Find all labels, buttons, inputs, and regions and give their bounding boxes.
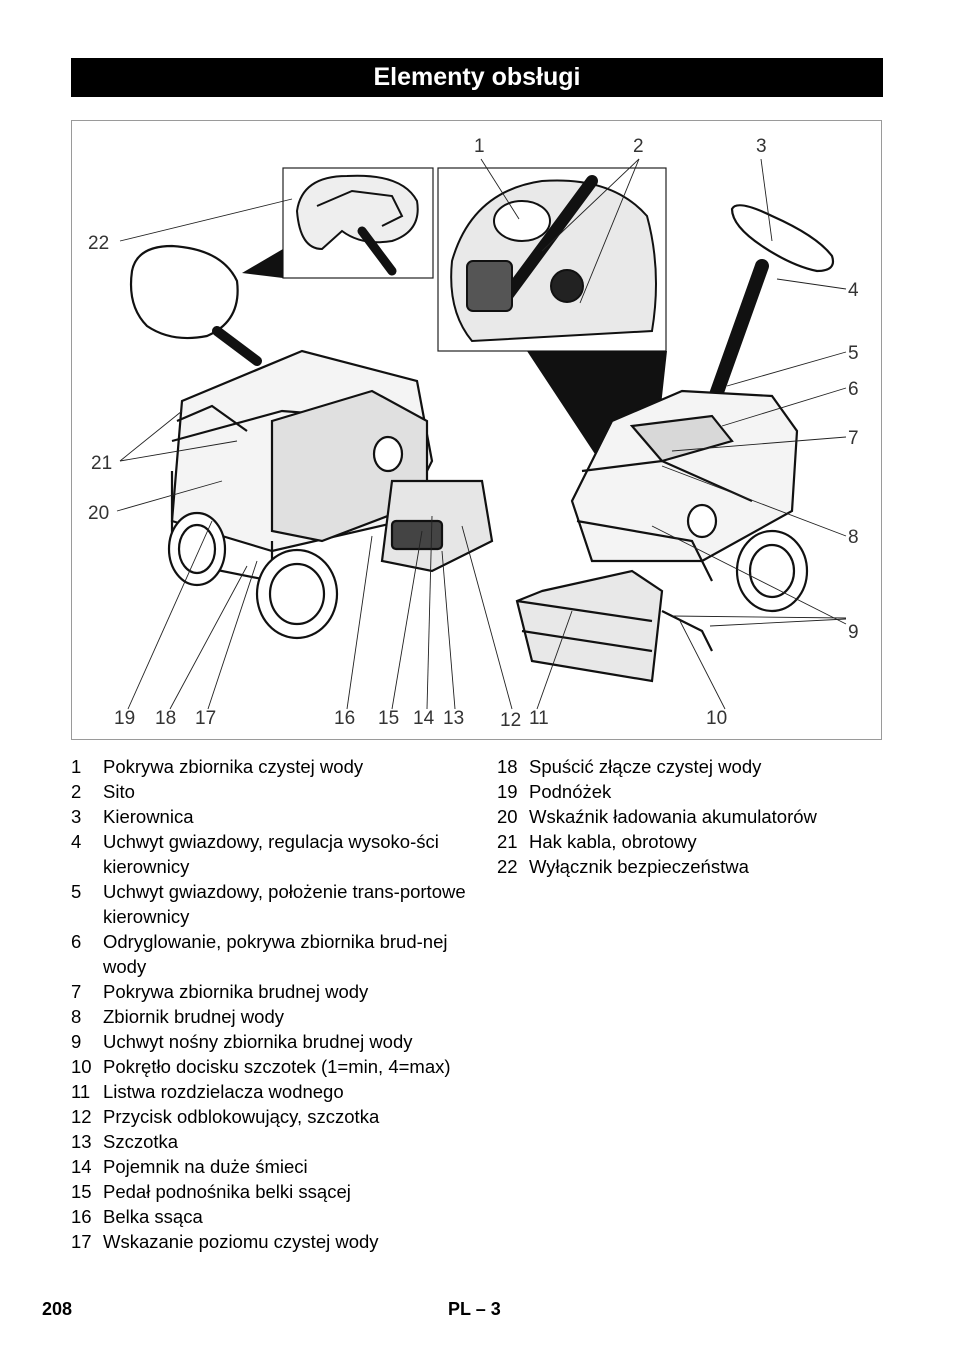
callout-12: 12 [500, 710, 521, 731]
callout-19: 19 [114, 708, 135, 729]
callout-14: 14 [413, 708, 435, 729]
callout-8: 8 [848, 527, 859, 548]
language-footer: PL – 3 [448, 1299, 501, 1320]
callout-20: 20 [88, 503, 109, 524]
callout-21: 21 [91, 453, 112, 474]
callout-4: 4 [848, 280, 859, 301]
callout-7: 7 [848, 428, 859, 449]
callout-18: 18 [155, 708, 176, 729]
section-page: – 3 [475, 1299, 501, 1319]
callout-1: 1 [474, 136, 485, 157]
page-number: 208 [42, 1299, 73, 1319]
callout-6: 6 [848, 379, 859, 400]
callout-5: 5 [848, 343, 859, 364]
machine-illustration: 1 2 3 4 5 6 7 8 9 10 11 12 13 14 15 16 1… [71, 120, 882, 740]
callout-13: 13 [443, 708, 464, 729]
callout-15: 15 [378, 708, 399, 729]
callout-10: 10 [706, 708, 727, 729]
machine-drawing: 1 2 3 4 5 6 7 8 9 10 11 12 13 14 15 16 1… [88, 136, 859, 731]
callout-2: 2 [633, 136, 644, 157]
callout-16: 16 [334, 708, 355, 729]
callout-11: 11 [529, 708, 549, 729]
callout-22: 22 [88, 233, 109, 254]
callout-17: 17 [195, 708, 216, 729]
language-code: PL [448, 1299, 471, 1319]
page-title: Elementy obsługi [71, 58, 883, 97]
callout-9: 9 [848, 622, 859, 643]
callout-3: 3 [756, 136, 767, 157]
